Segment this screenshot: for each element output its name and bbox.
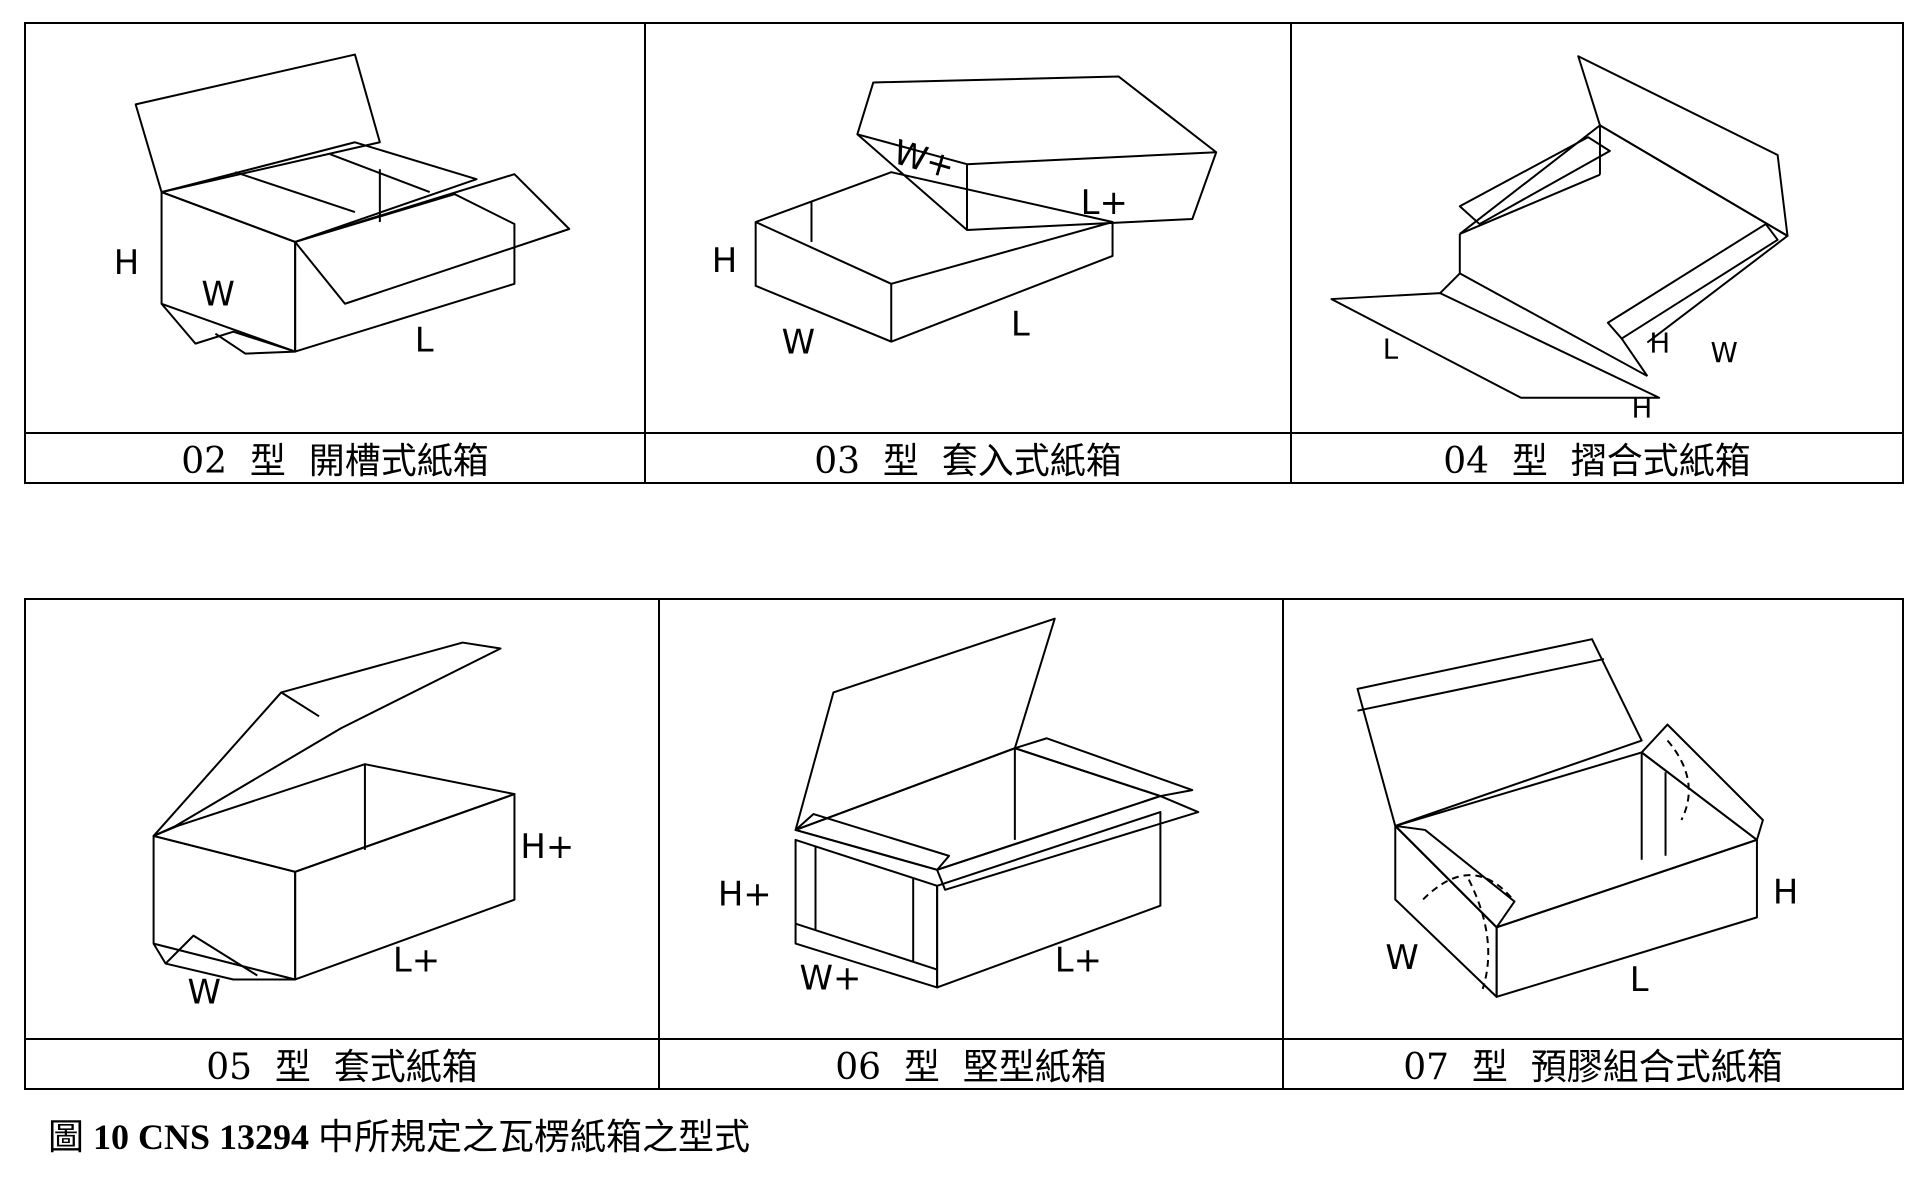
box-04-caption: 04 型 摺合式紙箱 — [1292, 432, 1902, 482]
box-02-caption: 02 型 開槽式紙箱 — [26, 432, 646, 482]
box-03-label-h: H — [712, 241, 737, 280]
box-07-label-l: L — [1630, 960, 1649, 999]
box-04-drawing: L H W H — [1292, 24, 1902, 432]
box-05-label-l: L+ — [393, 941, 440, 980]
box-03-caption: 03 型 套入式紙箱 — [646, 432, 1292, 482]
box-03-label-l: L — [1011, 305, 1030, 344]
box-02-label-h: H — [114, 243, 139, 282]
box-07-caption: 07 型 預膠組合式紙箱 — [1284, 1038, 1902, 1088]
box-05-drawing: H+ W L+ — [26, 600, 660, 1038]
box-04-diagram: L H W H — [1330, 55, 1789, 425]
box-04-label-h1: H — [1649, 326, 1670, 359]
box-07-diagram: W H L — [1356, 638, 1798, 999]
box-06-label-l: L+ — [1055, 941, 1102, 980]
box-06-label-w: W+ — [800, 958, 862, 997]
box-07-label-h: H — [1773, 872, 1798, 911]
figure-caption-text: 中所規定之瓦楞紙箱之型式 — [318, 1117, 751, 1157]
box-05-caption: 05 型 套式紙箱 — [26, 1038, 660, 1088]
box-02-label-w: W — [201, 275, 235, 314]
box-04-label-w: W — [1711, 336, 1738, 369]
box-04-label-h2: H — [1632, 392, 1653, 425]
box-07-drawing: W H L — [1284, 600, 1902, 1038]
box-03-drawing: W+ L+ H W L — [646, 24, 1292, 432]
box-04-label-l: L — [1383, 332, 1399, 365]
box-05-label-h: H+ — [520, 827, 574, 866]
box-03-label-w: W — [782, 323, 816, 362]
box-06-label-h: H+ — [718, 875, 772, 914]
figure-caption-prefix: 圖 — [48, 1117, 85, 1157]
box-06-drawing: H+ W+ L+ — [660, 600, 1284, 1038]
box-02-diagram: H W L — [114, 53, 571, 360]
box-03-diagram: W+ L+ H W L — [712, 75, 1218, 362]
box-06-caption: 06 型 堅型紙箱 — [660, 1038, 1284, 1088]
box-07-label-w: W — [1385, 938, 1418, 977]
top-box-table: H W L W+ L+ H W L — [24, 22, 1904, 484]
box-03-label-w-lid: W+ — [889, 132, 959, 187]
figure-caption-number: 10 CNS 13294 — [93, 1117, 310, 1157]
figure-caption: 圖 10 CNS 13294 中所規定之瓦楞紙箱之型式 — [48, 1108, 750, 1160]
box-02-drawing: H W L — [26, 24, 646, 432]
box-02-label-l: L — [415, 321, 434, 360]
box-06-diagram: H+ W+ L+ — [718, 617, 1200, 997]
box-05-diagram: H+ W L+ — [152, 641, 574, 1011]
bottom-box-table: H+ W L+ H+ W+ L+ — [24, 598, 1904, 1090]
box-03-label-l-lid: L+ — [1081, 183, 1128, 222]
box-05-label-w: W — [187, 972, 221, 1011]
